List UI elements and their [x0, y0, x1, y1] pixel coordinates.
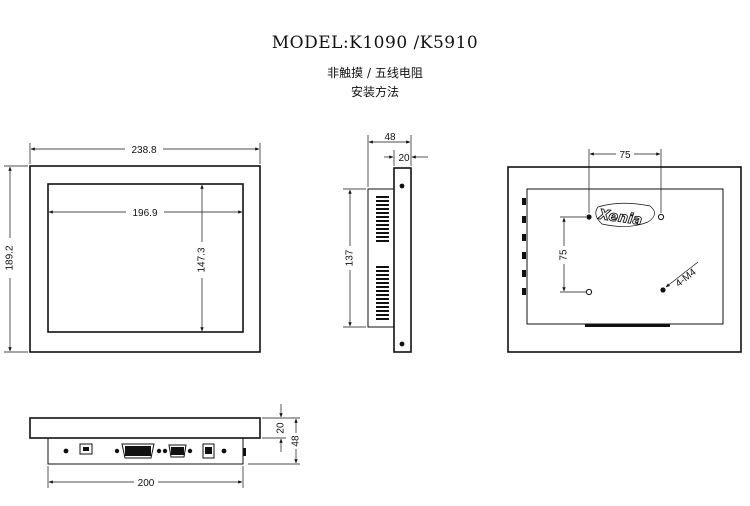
bottom-view: 200 20 48 [29, 404, 303, 489]
side-vent-slots [376, 196, 389, 320]
vent-slot [376, 216, 389, 218]
usb-port [79, 443, 93, 455]
vent-slot [376, 314, 389, 316]
side-connector [522, 198, 526, 205]
dim-bottom-depth: 48 [291, 435, 302, 447]
vent-slot [376, 286, 389, 288]
dim-bottom-bezel: 20 [276, 422, 287, 434]
vent-slot [376, 310, 389, 312]
side-view: 48 20 137 [343, 132, 428, 353]
vent-slot [376, 200, 389, 202]
vent-slot [376, 274, 389, 276]
vent-slot [376, 278, 389, 280]
dim-hole-horizontal: 75 [619, 150, 631, 161]
vent-slot [376, 204, 389, 206]
brand-logo-text: Xenia [597, 207, 643, 229]
vent-slot [376, 236, 389, 238]
bottom-screw-left [63, 448, 69, 454]
brand-logo: Xenia [595, 202, 655, 229]
vent-slot [376, 298, 389, 300]
back-view: Xenia 75 75 4-M4 [507, 148, 742, 353]
side-connector [522, 216, 526, 223]
vga-port [162, 444, 193, 458]
subtitle-touch-type: 非触摸 / 五线电阻 [327, 66, 423, 80]
dim-side-height: 137 [345, 249, 356, 266]
mount-hole-bottom-left [585, 288, 593, 296]
dvi-port [114, 443, 162, 459]
side-screw-bottom [399, 341, 405, 347]
power-jack [202, 443, 215, 459]
vent-slot [376, 220, 389, 222]
back-cover-outline [526, 188, 724, 325]
bottom-bezel-outline [29, 417, 261, 439]
mount-hole-top-left [586, 214, 592, 220]
vent-slot [376, 266, 389, 268]
dim-side-bezel: 20 [398, 153, 410, 164]
vent-slot [376, 208, 389, 210]
side-connector [522, 270, 526, 277]
back-bottom-strip [585, 324, 670, 327]
screw-spec-label: 4-M4 [674, 267, 699, 290]
dim-screen-width: 196.9 [132, 208, 157, 219]
vent-slot [376, 240, 389, 242]
back-side-connectors [522, 198, 526, 295]
vent-slot [376, 294, 389, 296]
dim-front-height: 189.2 [5, 245, 16, 270]
vent-slot [376, 318, 389, 320]
side-connector [522, 288, 526, 295]
vent-slot [376, 282, 389, 284]
dim-side-depth: 48 [384, 132, 396, 143]
vent-slot [376, 228, 389, 230]
mount-hole-bottom-right [660, 287, 666, 293]
dim-screen-height: 147.3 [197, 247, 208, 272]
dim-front-width: 238.8 [131, 145, 156, 156]
side-connector [522, 234, 526, 241]
side-connector [522, 252, 526, 259]
vent-slot [376, 212, 389, 214]
vent-slot [376, 270, 389, 272]
front-view: 238.8 189.2 196.9 147.3 [3, 143, 261, 353]
subtitle-mounting: 安装方法 [350, 85, 399, 99]
front-screen-outline [47, 183, 244, 333]
side-screw-top [399, 183, 405, 189]
mount-hole-top-right [657, 213, 665, 221]
front-panel-outline [29, 165, 261, 353]
dim-hole-vertical: 75 [559, 249, 570, 261]
side-bezel-outline [393, 167, 412, 353]
vent-slot [376, 302, 389, 304]
vent-slot [376, 196, 389, 198]
vent-slot [376, 224, 389, 226]
vent-slot [376, 290, 389, 292]
bottom-screw-right [221, 448, 227, 454]
vent-slot [376, 306, 389, 308]
dim-bottom-width: 200 [138, 478, 155, 489]
back-panel-outline [507, 166, 742, 353]
vent-slot [376, 232, 389, 234]
model-title: MODEL:K1090 /K5910 [271, 33, 479, 53]
